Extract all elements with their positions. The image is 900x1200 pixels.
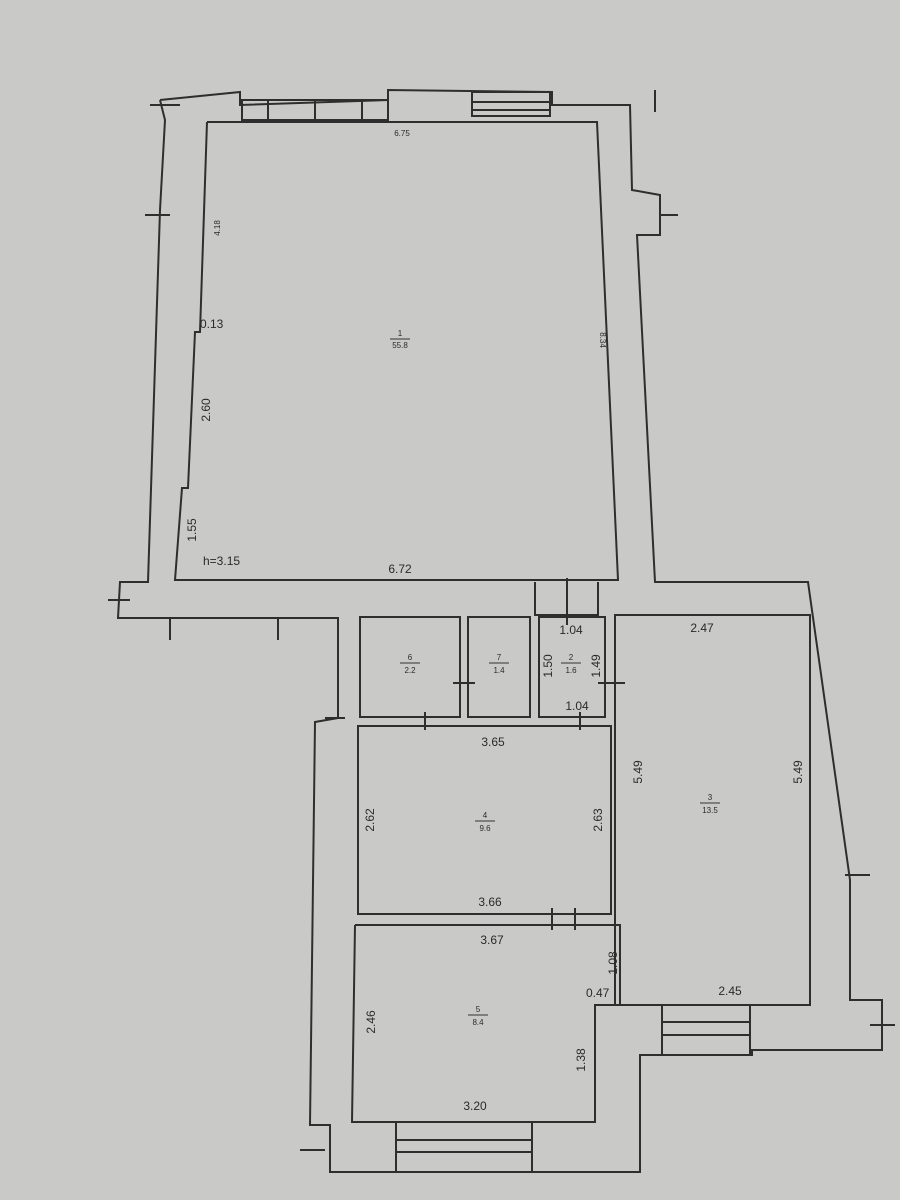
room-2-outline	[538, 616, 606, 718]
dim: 6.72	[388, 562, 412, 576]
window	[661, 1004, 751, 1056]
room-7-label: 71.4	[489, 653, 509, 675]
outer-wall	[116, 88, 883, 1173]
dim: 1.04	[565, 699, 589, 713]
svg-text:3: 3	[708, 793, 713, 802]
room-4-label: 49.6	[475, 811, 495, 833]
dim: 1.38	[574, 1048, 588, 1072]
svg-text:1.6: 1.6	[565, 666, 577, 675]
dim: 0.13	[200, 317, 224, 331]
dim: 4.18	[213, 220, 222, 236]
dim: 1.49	[589, 654, 603, 678]
svg-text:7: 7	[497, 653, 502, 662]
dim: 3.20	[463, 1099, 487, 1113]
svg-text:55.8: 55.8	[392, 341, 408, 350]
height-note: h=3.15	[203, 554, 240, 568]
svg-text:9.6: 9.6	[479, 824, 491, 833]
svg-text:6: 6	[408, 653, 413, 662]
svg-text:1.4: 1.4	[493, 666, 505, 675]
window	[471, 91, 551, 117]
dim: 2.45	[718, 984, 742, 998]
dim: 2.60	[199, 398, 213, 422]
dim: 2.62	[363, 808, 377, 832]
svg-text:1: 1	[398, 329, 403, 338]
dim: 5.49	[791, 760, 805, 784]
dim: 5.49	[631, 760, 645, 784]
svg-text:4: 4	[483, 811, 488, 820]
room-3-label: 313.5	[700, 793, 720, 815]
window	[395, 1121, 533, 1173]
dim: 1.50	[541, 654, 555, 678]
dim: 6.75	[394, 129, 410, 138]
dim: 8.34	[598, 332, 607, 348]
room-1-outline	[173, 121, 620, 581]
room-4-outline	[357, 725, 612, 915]
room-1-label: 155.8	[390, 329, 410, 350]
dim: 1.04	[559, 623, 583, 637]
svg-text:2: 2	[569, 653, 574, 662]
svg-text:5: 5	[476, 1005, 481, 1014]
svg-text:2.2: 2.2	[404, 666, 416, 675]
room-6-outline	[359, 616, 461, 718]
dim: 2.46	[364, 1010, 378, 1034]
window	[241, 99, 389, 121]
dim: 1.08	[606, 951, 620, 975]
room-6-label: 62.2	[400, 653, 420, 675]
svg-text:13.5: 13.5	[702, 806, 718, 815]
dim: 3.67	[480, 933, 504, 947]
dim: 3.65	[481, 735, 505, 749]
dim: 0.47	[586, 986, 610, 1000]
door-marks	[108, 90, 895, 1151]
room-5-label: 58.4	[468, 1005, 488, 1027]
room-7-outline	[467, 616, 531, 718]
room-5-outline	[350, 924, 621, 1123]
room-2-label: 21.6	[561, 653, 581, 675]
dim: 1.55	[185, 518, 199, 542]
svg-text:8.4: 8.4	[472, 1018, 484, 1027]
dim: 3.66	[478, 895, 502, 909]
dim: 2.63	[591, 808, 605, 832]
dim: 2.47	[690, 621, 714, 635]
